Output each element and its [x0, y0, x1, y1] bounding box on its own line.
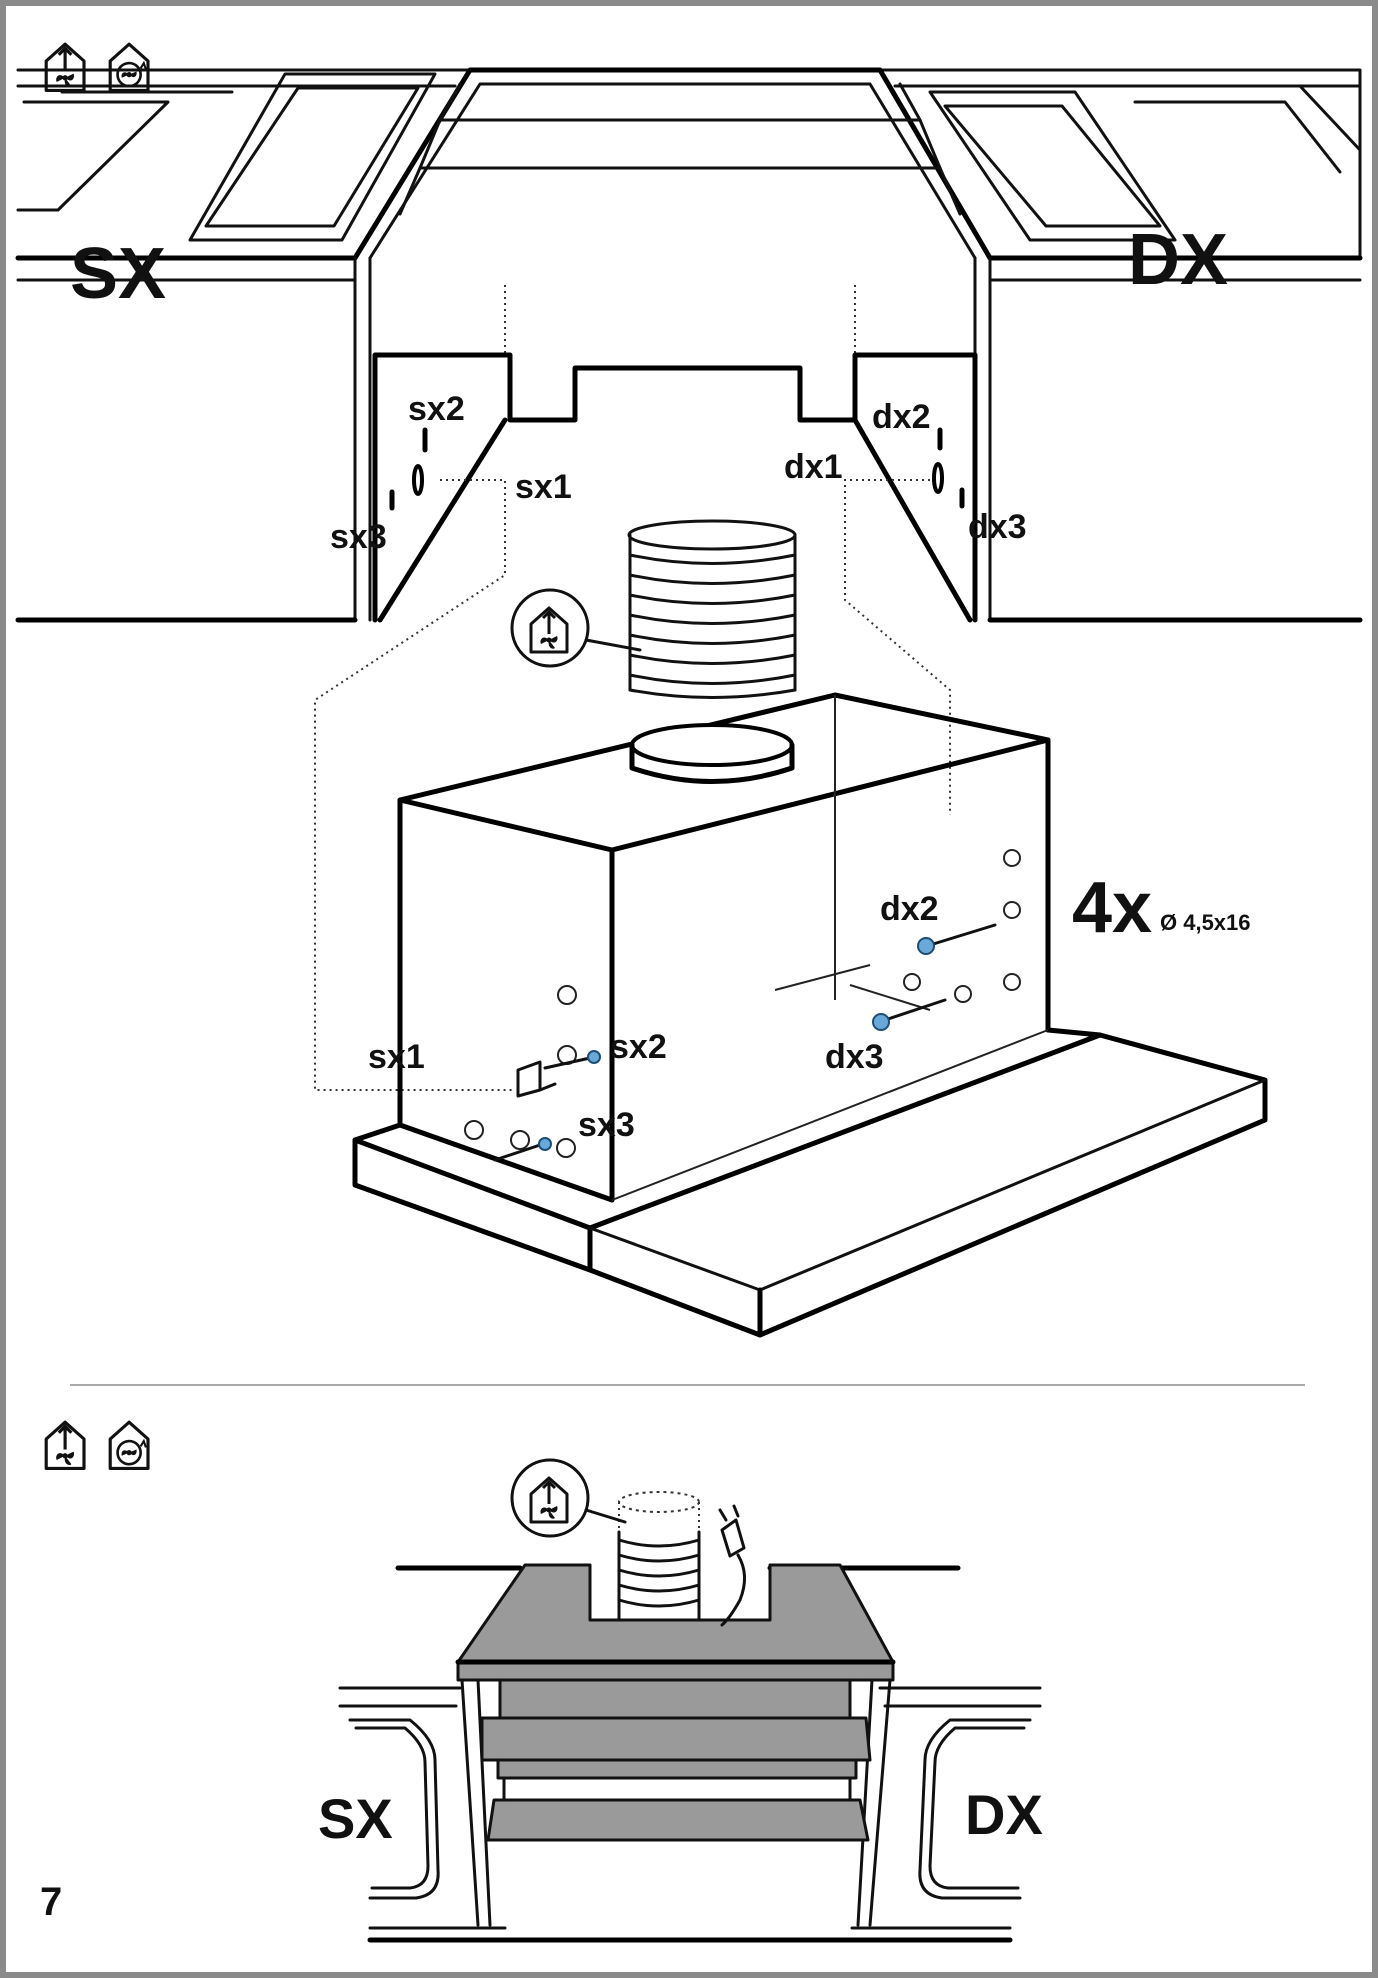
- label-dx2-bottom: dx2: [880, 890, 939, 928]
- duct-callout: [510, 588, 642, 668]
- label-sx1-top: sx1: [515, 468, 572, 506]
- left-side-label: SX: [70, 234, 166, 314]
- flexible-duct: [627, 519, 797, 699]
- screw-dx3: [872, 998, 947, 1031]
- label-sx3-top: sx3: [330, 518, 387, 556]
- extraction-mode-icon: [44, 1420, 86, 1470]
- bottom-hood: [455, 1563, 896, 1943]
- screw-quantity: 4x: [1072, 868, 1152, 948]
- cabinet-hood-housing: [352, 67, 993, 622]
- screw-size: Ø 4,5x16: [1160, 910, 1251, 935]
- label-dx3-top: dx3: [968, 508, 1027, 546]
- power-cord: [718, 1504, 746, 1627]
- extraction-mode-icon: [44, 42, 86, 92]
- page-number: 7: [40, 1880, 62, 1924]
- bottom-left-side-label: SX: [318, 1787, 393, 1850]
- label-sx2-bottom: sx2: [610, 1028, 667, 1066]
- label-dx1-top: dx1: [784, 448, 843, 486]
- label-sx2-top: sx2: [408, 390, 465, 428]
- right-wall-cabinet: [878, 68, 1363, 282]
- bottom-right-side-label: DX: [965, 1783, 1043, 1846]
- label-dx3-bottom: dx3: [825, 1038, 884, 1076]
- hood-body: [397, 692, 1051, 1203]
- recirculation-mode-icon: [108, 42, 150, 92]
- bottom-duct-callout: [510, 1458, 627, 1538]
- screw-sx2: [543, 1050, 601, 1070]
- cabinet-bracket-slots: [389, 427, 965, 511]
- label-sx1-bottom: sx1: [368, 1038, 425, 1076]
- right-side-label: DX: [1128, 220, 1228, 300]
- label-sx3-bottom: sx3: [578, 1106, 635, 1144]
- hood-canopy: [352, 1027, 1268, 1338]
- cabinet-cutout: [15, 352, 1363, 623]
- screw-dx2: [917, 923, 997, 955]
- bottom-duct: [617, 1491, 701, 1622]
- label-dx2-top: dx2: [872, 398, 931, 436]
- screw-sx3: [493, 1137, 552, 1162]
- recirculation-mode-icon: [108, 1420, 150, 1470]
- leader-lines: [314, 479, 951, 1091]
- bottom-cabinet: [338, 1565, 1042, 1943]
